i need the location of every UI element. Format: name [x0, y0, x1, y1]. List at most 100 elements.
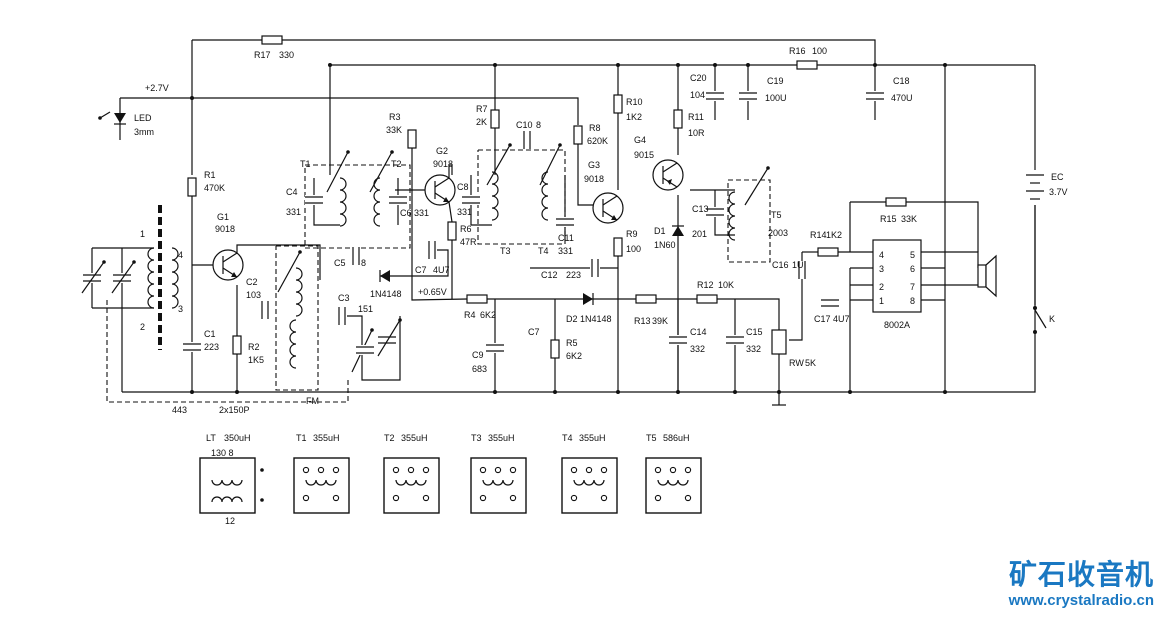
- r13-label: R13: [634, 316, 651, 326]
- c19-capacitor-gap: [739, 91, 757, 101]
- coil-lt-pin12: 12: [225, 516, 235, 526]
- coil-pin-hole: [317, 466, 325, 474]
- c9-label: C9: [472, 350, 484, 360]
- antenna-tuning-arrow-a: [81, 261, 105, 294]
- ic-pin5: 5: [910, 250, 915, 260]
- c17-value: 4U7: [833, 314, 850, 324]
- t1-tuning-arrow: [326, 151, 349, 193]
- fm-trimmer-cap-gap: [378, 335, 396, 345]
- coil-pin-winding-b-0: [211, 496, 243, 503]
- ic-pin2: 2: [879, 282, 884, 292]
- coil-t3-name: T3: [471, 433, 482, 443]
- junction-dot: [943, 63, 947, 67]
- coil-t1-name: T1: [296, 433, 307, 443]
- coil-pin-winding-5: [657, 479, 689, 486]
- fm-osc-shield: [275, 245, 319, 391]
- r2-label: R2: [248, 342, 260, 352]
- junction-dot: [328, 63, 332, 67]
- r11-resistor: [673, 109, 683, 129]
- switch-contact-2: [1033, 330, 1037, 334]
- r15-resistor: [885, 197, 907, 207]
- r7-resistor: [490, 109, 500, 129]
- coil-pin-hole: [392, 466, 400, 474]
- r4-resistor: [466, 294, 488, 304]
- led-light-arrow: [99, 111, 111, 119]
- g3-label: G3: [588, 160, 600, 170]
- r3-label: R3: [389, 112, 401, 122]
- supply-2v7-label: +2.7V: [145, 83, 169, 93]
- coil-pin-hole: [654, 466, 662, 474]
- coil-pin-dot: [260, 498, 264, 502]
- speaker-cone: [985, 254, 997, 298]
- circuit-components: [81, 35, 1047, 514]
- antenna-tuning-arrow-b-tip: [132, 260, 136, 264]
- t5-coil: [728, 191, 736, 241]
- c4-capacitor-gap: [305, 195, 323, 205]
- t5-shield: [727, 179, 771, 263]
- c4-label: C4: [286, 187, 298, 197]
- coil-pin-hole: [509, 494, 517, 502]
- c6-value: 331: [414, 208, 429, 218]
- c8-value: 331: [457, 207, 472, 217]
- coil-t3-value: 355uH: [488, 433, 515, 443]
- r8-value: 620K: [587, 136, 608, 146]
- c8-label: C8: [457, 182, 469, 192]
- supply-0v65-label: +0.65V: [418, 287, 447, 297]
- c10-label: C10: [516, 120, 533, 130]
- coil-pin-hole: [600, 466, 608, 474]
- t4-label: T4: [538, 246, 549, 256]
- t4-secondary-coil: [541, 171, 549, 221]
- junction-dot: [676, 63, 680, 67]
- coil-pin-winding-1: [305, 479, 337, 486]
- junction-dot: [190, 96, 194, 100]
- top-rail-r17: [192, 39, 876, 80]
- osc-tuning-arrow-tip: [298, 250, 302, 254]
- t5-tuning-arrow: [744, 167, 769, 206]
- tuning-cap-label: 2x150P: [219, 405, 250, 415]
- coil-pin-hole: [479, 494, 487, 502]
- coil-pinout-t1: T1 355uH: [296, 433, 340, 443]
- junction-dot: [943, 390, 947, 394]
- coil-pin-hole: [600, 494, 608, 502]
- site-logo: 矿石收音机 www.crystalradio.cn: [984, 558, 1154, 610]
- coil-pin-hole: [494, 466, 502, 474]
- d1-label: D1: [654, 226, 666, 236]
- c15-value: 332: [746, 344, 761, 354]
- fm-trimmer-arrow: [377, 319, 401, 357]
- antenna-tuning-arrow-a-tip: [102, 260, 106, 264]
- t3-left-wire: [470, 175, 492, 226]
- r15-right: [906, 201, 979, 252]
- coil-pin-hole: [570, 466, 578, 474]
- c13-value: 201: [692, 229, 707, 239]
- r10-resistor: [613, 94, 623, 114]
- coil-lt-name: LT: [206, 433, 216, 443]
- fm-trimmer-arrow-tip: [398, 318, 402, 322]
- r10-label: R10: [626, 97, 643, 107]
- c12-label: C12: [541, 270, 558, 280]
- c16-capacitor-gap: [797, 261, 807, 279]
- t5-tuning-arrow-tip: [766, 166, 770, 170]
- r12-label: R12: [697, 280, 714, 290]
- coil-pin-winding-0: [211, 479, 243, 486]
- r5-label: R5: [566, 338, 578, 348]
- c1-label: C1: [204, 329, 216, 339]
- c3-capacitor-gap: [337, 307, 347, 325]
- r9-value: 100: [626, 244, 641, 254]
- antenna-pin2: 2: [140, 322, 145, 332]
- r17-resistor: [261, 35, 283, 45]
- r11-value: 10R: [688, 128, 705, 138]
- c7-value: 4U7: [433, 265, 450, 275]
- g1-value: 9018: [215, 224, 235, 234]
- c14-capacitor-gap: [669, 335, 687, 345]
- led-size-label: 3mm: [134, 127, 154, 137]
- c2-value: 103: [246, 290, 261, 300]
- g1-transistor-collector: [222, 252, 238, 263]
- coil-lt-value: 350uH: [224, 433, 251, 443]
- r14-value: 1K2: [826, 230, 842, 240]
- c18-capacitor-gap: [866, 91, 884, 101]
- antenna-primary-coil: [147, 247, 155, 309]
- mixer-diode-label: 1N4148: [370, 289, 402, 299]
- c18-value: 470U: [891, 93, 913, 103]
- led-label: LED: [134, 113, 152, 123]
- coil-t1-value: 355uH: [313, 433, 340, 443]
